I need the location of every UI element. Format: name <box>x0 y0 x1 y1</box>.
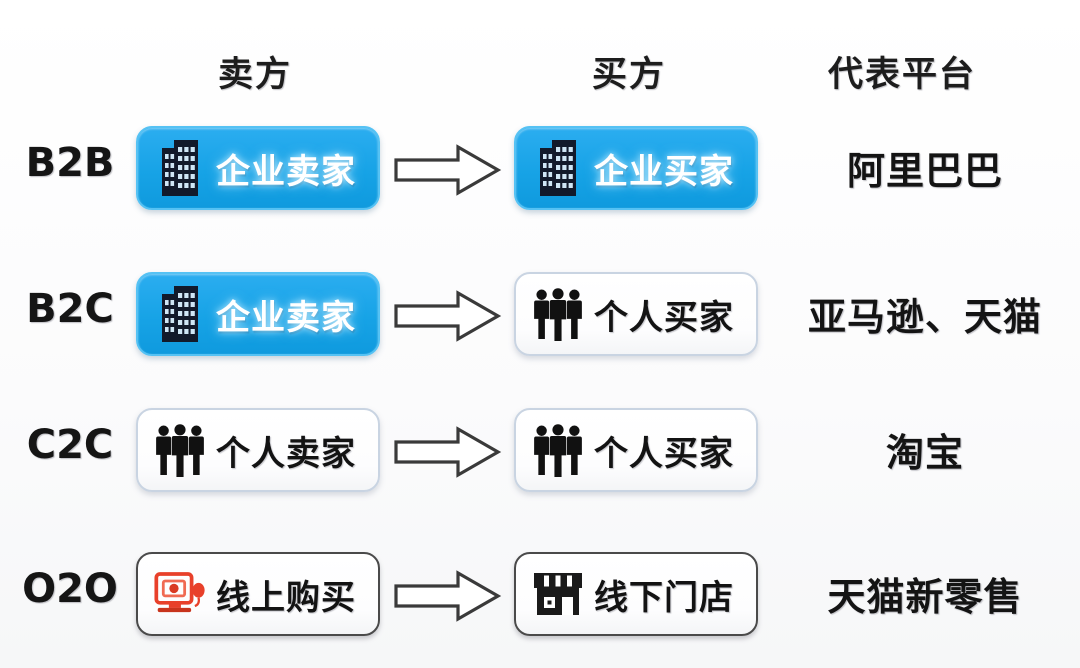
buyer-chip-label: 个人买家 <box>594 433 734 474</box>
building-icon <box>154 137 206 199</box>
building-icon <box>532 137 584 199</box>
people-icon <box>154 419 206 481</box>
platform-label-b2c: 亚马逊、天猫 <box>807 295 1042 339</box>
platform-label-b2b: 阿里巴巴 <box>846 149 1003 193</box>
seller-chip-label: 企业卖家 <box>216 297 356 338</box>
row-label-o2o: O2O <box>22 566 118 612</box>
people-icon <box>532 419 584 481</box>
buyer-chip-b2b[interactable]: 企业买家 <box>514 126 758 210</box>
arrow-right-icon <box>392 568 504 624</box>
buyer-chip-o2o[interactable]: 线下门店 <box>514 552 758 636</box>
arrow-right-icon <box>392 288 504 344</box>
row-label-b2c: B2C <box>26 286 114 332</box>
seller-chip-label: 个人卖家 <box>216 433 356 474</box>
buyer-chip-c2c[interactable]: 个人买家 <box>514 408 758 492</box>
seller-chip-c2c[interactable]: 个人卖家 <box>136 408 380 492</box>
monitor-icon <box>154 563 206 625</box>
diagram-row: C2C 个人卖家 <box>0 400 1080 520</box>
seller-chip-b2b[interactable]: 企业卖家 <box>136 126 380 210</box>
seller-chip-label: 企业卖家 <box>216 151 356 192</box>
building-icon <box>154 283 206 345</box>
platform-label-c2c: 淘宝 <box>885 431 964 475</box>
row-label-c2c: C2C <box>26 422 114 468</box>
seller-chip-label: 线上购买 <box>216 577 356 618</box>
storefront-icon <box>532 563 584 625</box>
row-label-b2b: B2B <box>25 140 115 186</box>
seller-chip-o2o[interactable]: 线上购买 <box>136 552 380 636</box>
seller-chip-b2c[interactable]: 企业卖家 <box>136 272 380 356</box>
people-icon <box>532 283 584 345</box>
column-header-buyer: 买方 <box>592 55 667 95</box>
buyer-chip-b2c[interactable]: 个人买家 <box>514 272 758 356</box>
buyer-chip-label: 企业买家 <box>594 151 734 192</box>
buyer-chip-label: 线下门店 <box>594 577 734 618</box>
platform-label-o2o: 天猫新零售 <box>827 575 1023 619</box>
diagram-row: B2B <box>0 118 1080 238</box>
arrow-right-icon <box>392 142 504 198</box>
column-header-platform: 代表平台 <box>828 55 977 95</box>
diagram-row: B2C <box>0 264 1080 384</box>
buyer-chip-label: 个人买家 <box>594 297 734 338</box>
column-header-seller: 卖方 <box>218 55 293 95</box>
arrow-right-icon <box>392 424 504 480</box>
diagram-row: O2O 线上购买 <box>0 544 1080 664</box>
